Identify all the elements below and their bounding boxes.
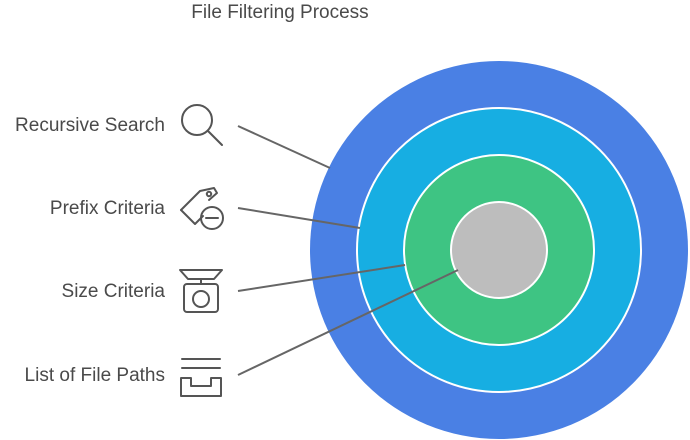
connector-file-paths — [237, 269, 459, 376]
layer-label-size-criteria: Size Criteria — [61, 281, 165, 302]
connector-prefix-criteria — [237, 207, 361, 229]
connector-size-criteria — [237, 264, 406, 292]
layer-label-recursive-search: Recursive Search — [15, 115, 165, 136]
layer-core-file-paths — [450, 201, 548, 299]
magnifier-icon — [176, 100, 226, 150]
tag-minus-icon — [176, 184, 226, 234]
diagram-title: File Filtering Process — [191, 2, 369, 23]
layer-label-file-paths: List of File Paths — [24, 365, 165, 386]
layer-label-prefix-criteria: Prefix Criteria — [49, 198, 165, 219]
inbox-tray-icon — [176, 352, 226, 402]
scale-icon — [176, 266, 226, 316]
connector-recursive-search — [237, 125, 331, 169]
